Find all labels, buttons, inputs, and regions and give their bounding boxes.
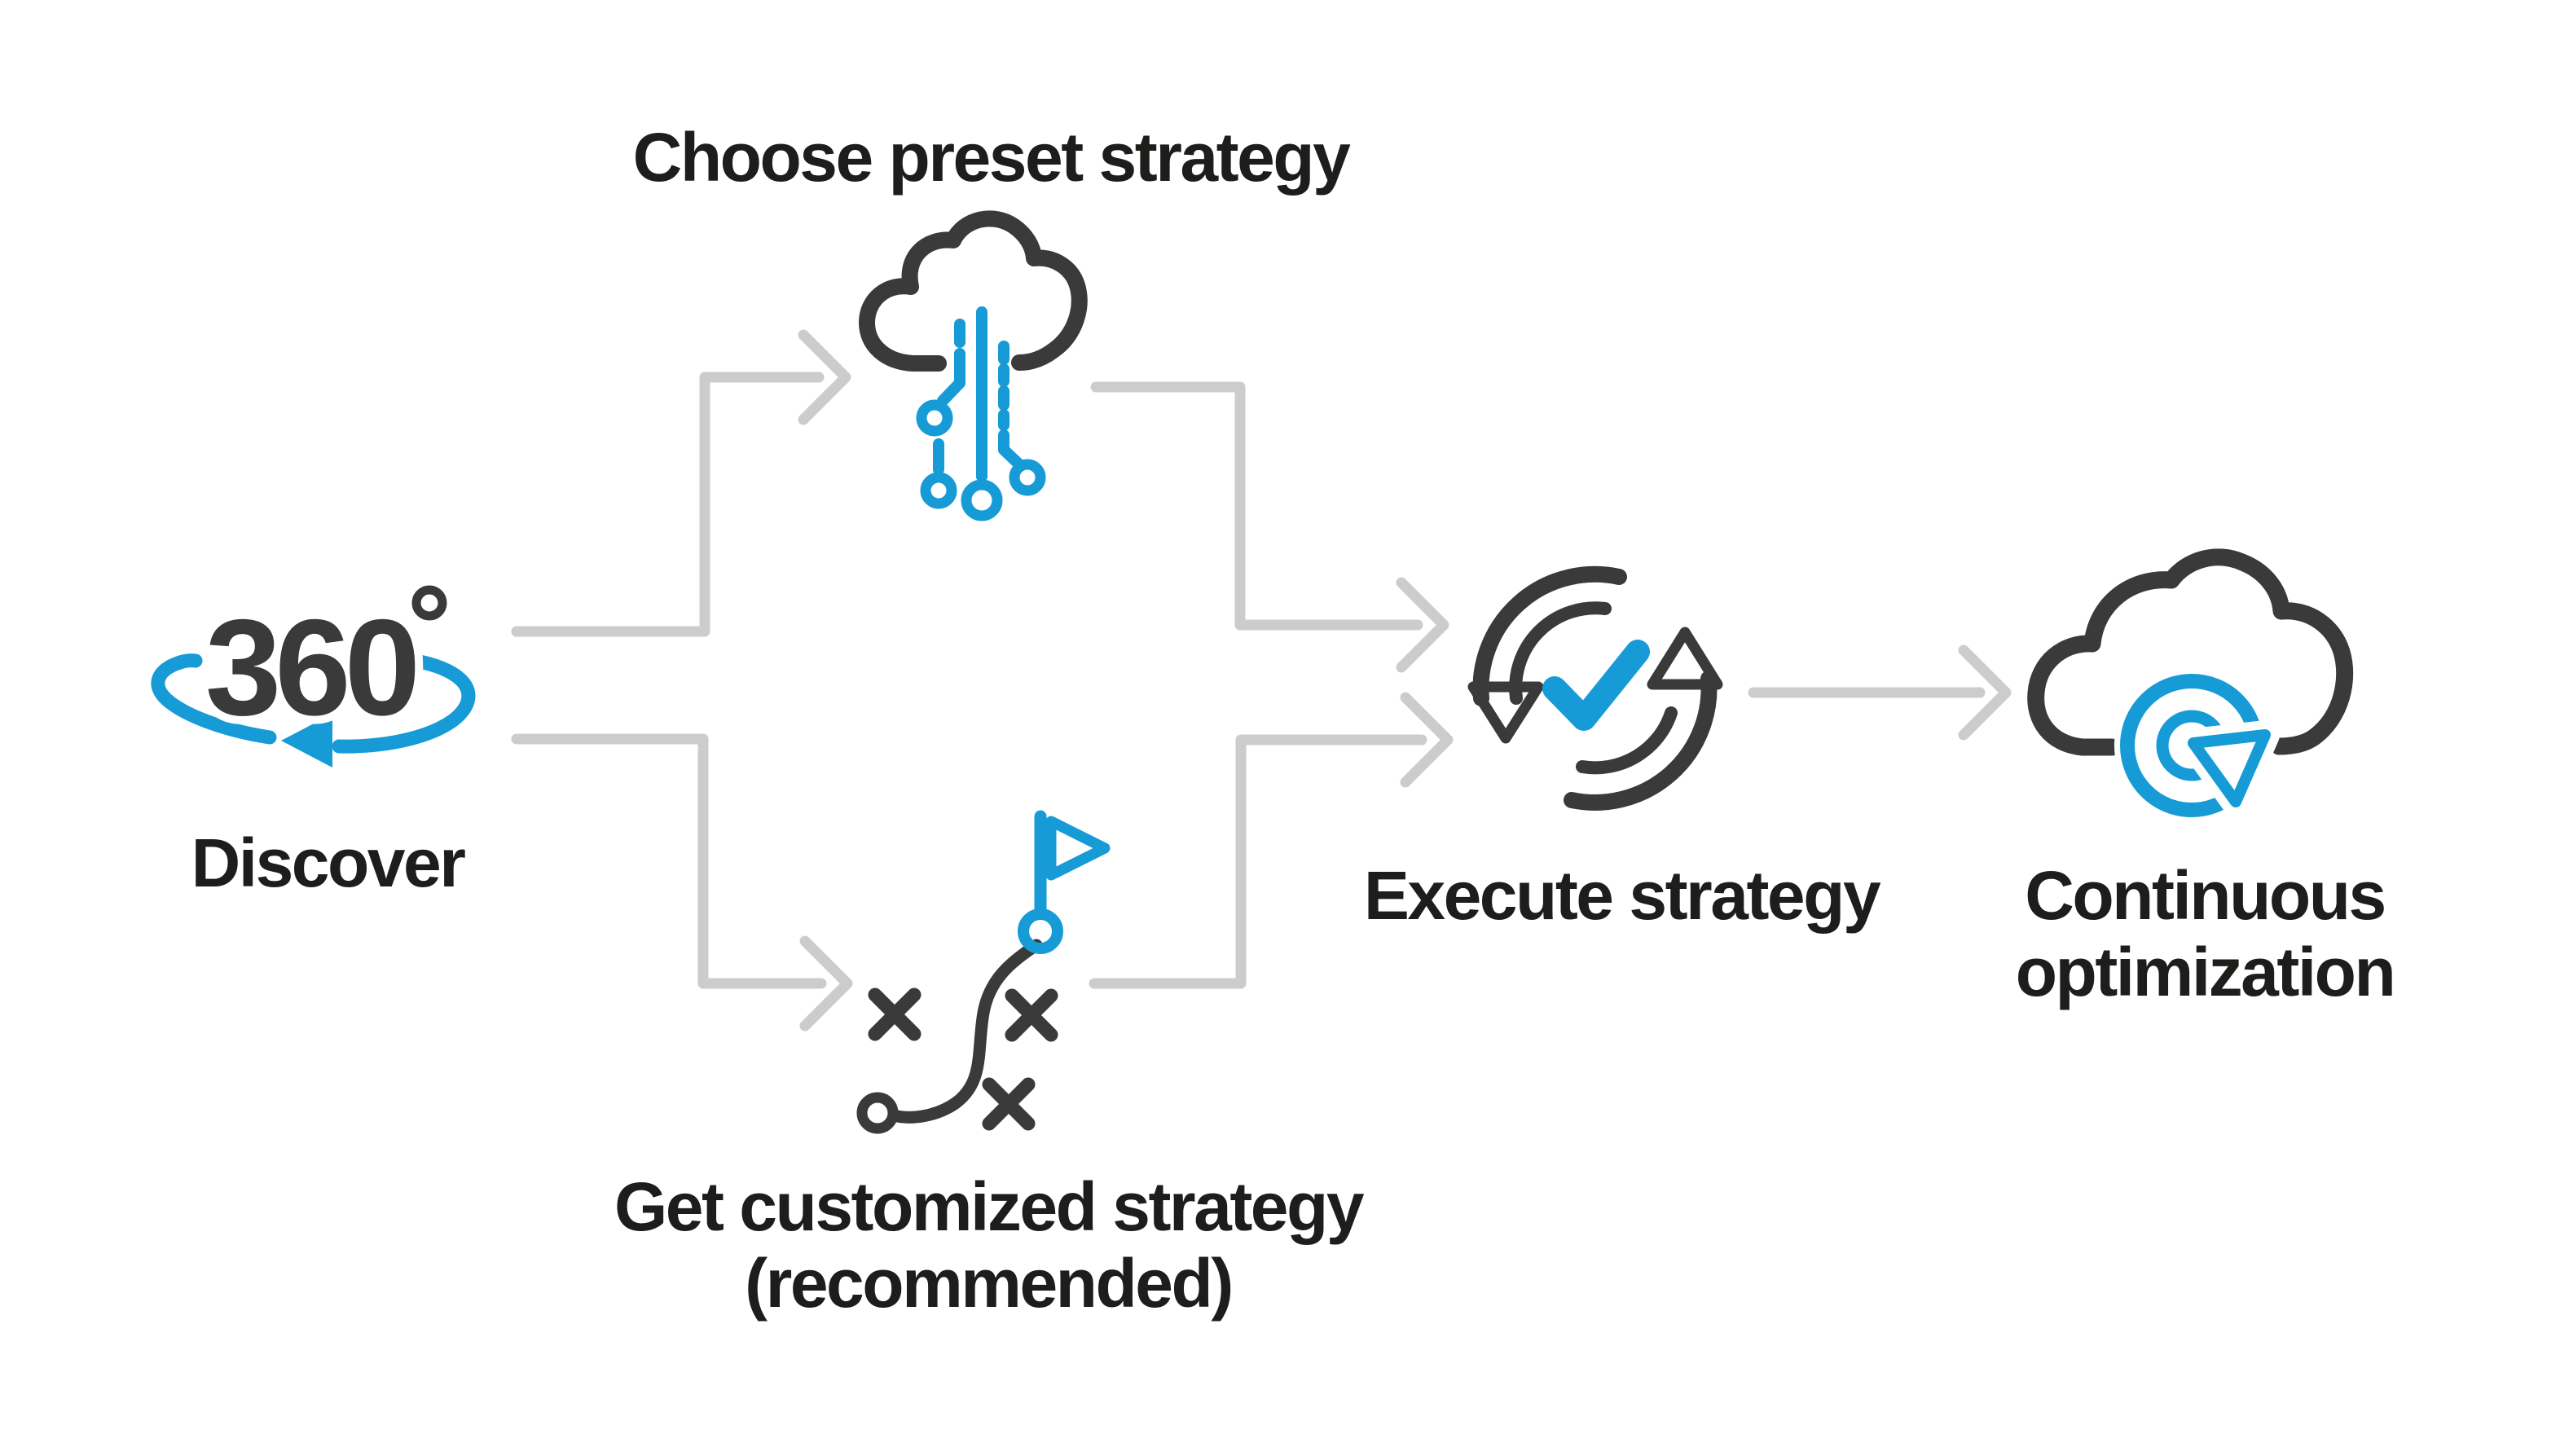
x-mark-icon bbox=[868, 988, 922, 1041]
goal-flag-icon bbox=[1018, 810, 1111, 954]
label-get-customized-strategy: Get customized strategy (recommended) bbox=[614, 1168, 1365, 1322]
cycle-arc-left bbox=[1472, 565, 1627, 706]
rotation-ellipse-right-arc bbox=[332, 653, 476, 754]
rotation-arrowhead-left-icon bbox=[281, 714, 332, 768]
label-continuous-optimization: Continuous optimization bbox=[2015, 857, 2396, 1011]
label-line-2: optimization bbox=[2015, 934, 2396, 1011]
sync-arrows-check-icon bbox=[1467, 565, 1723, 811]
play-route-path bbox=[887, 939, 1043, 1124]
circuit-node bbox=[920, 472, 957, 509]
connector-discover-to-custom bbox=[511, 733, 853, 1032]
arrowhead-right-icon bbox=[1958, 644, 2012, 741]
x-mark-icon bbox=[1005, 988, 1058, 1042]
arrowhead-right-icon bbox=[1396, 577, 1449, 673]
circuit-node bbox=[1009, 459, 1046, 496]
connector-execute-to-optimize bbox=[1748, 644, 2012, 741]
arrowhead-down-icon bbox=[1467, 681, 1544, 744]
cycle-arc-right bbox=[1564, 671, 1718, 811]
cycle-inner-arc-bottom bbox=[1576, 706, 1678, 775]
arrowhead-right-icon bbox=[1400, 692, 1454, 788]
flag-base-node bbox=[1018, 908, 1063, 954]
label-line-1: Get customized strategy bbox=[614, 1168, 1365, 1245]
connector-preset-to-execute bbox=[1090, 381, 1449, 673]
cloud-decision-tree-icon bbox=[859, 210, 1088, 521]
x-mark-icon bbox=[982, 1077, 1036, 1131]
cloud-refresh-icon bbox=[2027, 548, 2354, 823]
label-discover: Discover bbox=[191, 825, 466, 901]
circuit-branch-right bbox=[998, 429, 1025, 470]
degree-symbol-icon bbox=[411, 585, 447, 621]
label-execute-strategy: Execute strategy bbox=[1363, 857, 1881, 934]
refresh-arrowhead-down-icon bbox=[2188, 729, 2271, 807]
arrowhead-up-icon bbox=[1647, 627, 1723, 690]
rotation-ellipse-left-arc bbox=[151, 653, 277, 745]
badge-360-text: 360 bbox=[205, 591, 416, 744]
label-line-1: Continuous bbox=[2025, 857, 2386, 934]
arrowhead-right-icon bbox=[799, 935, 853, 1032]
tactics-playbook-icon bbox=[856, 810, 1111, 1134]
label-line-2: (recommended) bbox=[745, 1245, 1234, 1322]
connector-line bbox=[511, 733, 827, 989]
circuit-lines bbox=[916, 306, 1046, 521]
connector-line bbox=[1090, 381, 1423, 631]
connector-line bbox=[511, 372, 825, 637]
connector-custom-to-execute bbox=[1089, 692, 1454, 989]
flag-pennant bbox=[1045, 816, 1111, 881]
circuit-node bbox=[961, 479, 1003, 521]
rotation-360-icon: 360 bbox=[151, 583, 476, 768]
circuit-node bbox=[916, 399, 953, 437]
x-marks bbox=[868, 988, 1058, 1131]
cloud-outline bbox=[2027, 548, 2354, 756]
cycle-inner-arc-top bbox=[1509, 601, 1612, 705]
checkmark-icon bbox=[1542, 640, 1650, 731]
arrowhead-right-icon bbox=[798, 329, 851, 425]
connector-discover-to-preset bbox=[511, 329, 851, 637]
circuit-branch-left bbox=[937, 348, 965, 407]
label-choose-preset-strategy: Choose preset strategy bbox=[632, 119, 1351, 196]
cloud-outline bbox=[859, 210, 1088, 372]
route-start-node bbox=[856, 1092, 899, 1134]
connector-line bbox=[1089, 734, 1427, 989]
